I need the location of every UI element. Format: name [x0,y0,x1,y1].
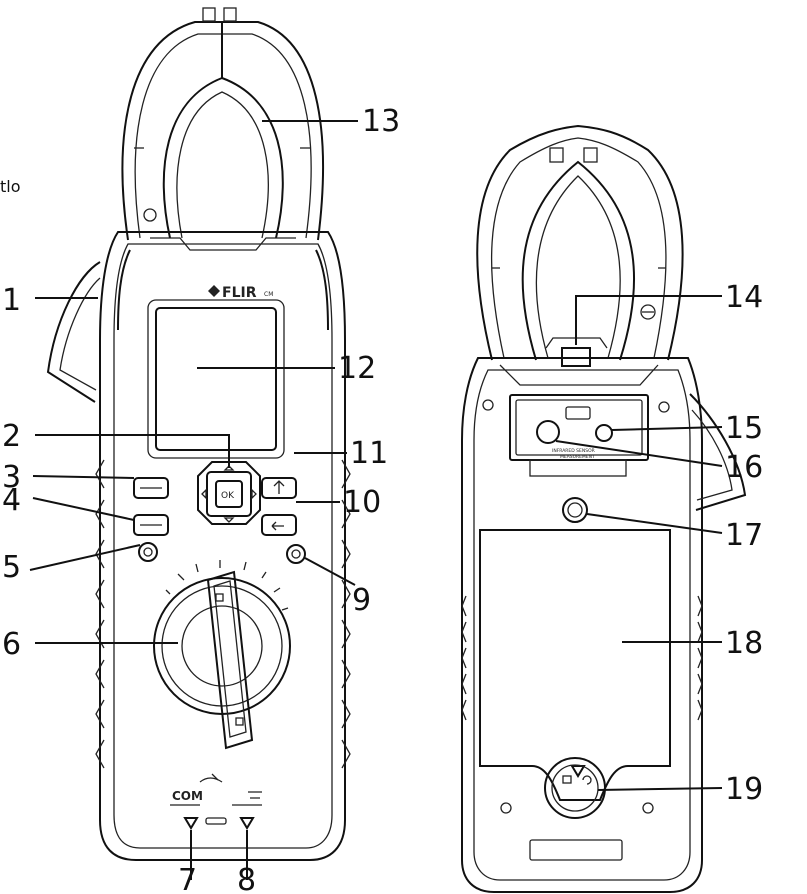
back-grip-ridges [461,595,703,721]
ir-label-line1: INFRARED SENSOR [552,448,595,454]
laser-pointer [595,424,613,442]
callout-2: 2 [2,419,21,454]
brand-label: FLIR [222,285,257,301]
front-body-outline [99,231,346,861]
ir-window [561,347,591,367]
rotary-dial[interactable] [153,560,291,750]
front-clamp-jaws [121,7,324,241]
sensor-panel: INFRARED SENSOR MEASUREMENT [499,364,659,477]
callout-18: 18 [725,626,763,661]
button-11[interactable] [261,477,297,499]
back-jaw-hinge [640,304,656,320]
back-view: INFRARED SENSOR MEASUREMENT [461,124,763,893]
callout-5: 5 [2,550,21,585]
callout-15: 15 [725,411,763,446]
callout-3: 3 [2,460,21,495]
callout-9: 9 [352,583,371,618]
button-5[interactable] [138,542,158,562]
callout-12: 12 [338,351,376,386]
model-label: CM [264,291,273,298]
callout-11: 11 [350,436,388,471]
callout-14: 14 [725,280,763,315]
callout-17: 17 [725,518,763,553]
com-label: COM [172,789,203,803]
battery-cover [479,529,671,801]
callout-4: 4 [2,483,21,518]
button-9[interactable] [286,544,306,564]
ir-label-line2: MEASUREMENT [560,454,595,460]
callout-10: 10 [343,485,381,520]
callout-6: 6 [2,627,21,662]
ir-lens [536,420,560,444]
navigation-pad[interactable]: OK [197,461,261,525]
svg-text:OK: OK [221,491,235,501]
stray-text: tlo [0,177,21,196]
callout-13: 13 [362,104,400,139]
button-3[interactable] [133,477,169,499]
battery-lock[interactable] [544,757,606,819]
back-body-outline [461,357,703,893]
input-terminals: COM [170,773,262,830]
callout-1: 1 [2,283,21,318]
callout-16: 16 [725,450,763,485]
front-jaw-hinge [143,208,157,222]
button-4[interactable] [133,514,169,536]
tripod-mount [562,497,588,523]
callout-8: 8 [237,863,256,894]
flir-logo: FLIR CM [208,285,273,301]
back-clamp-jaws [476,124,684,361]
button-10[interactable] [261,514,297,536]
lcd-display [155,307,277,451]
back-leader-lines [555,295,723,791]
front-view: FLIR CM OK [2,7,400,894]
front-leader-lines [29,120,358,880]
callout-7: 7 [178,863,197,894]
callout-19: 19 [725,772,763,807]
